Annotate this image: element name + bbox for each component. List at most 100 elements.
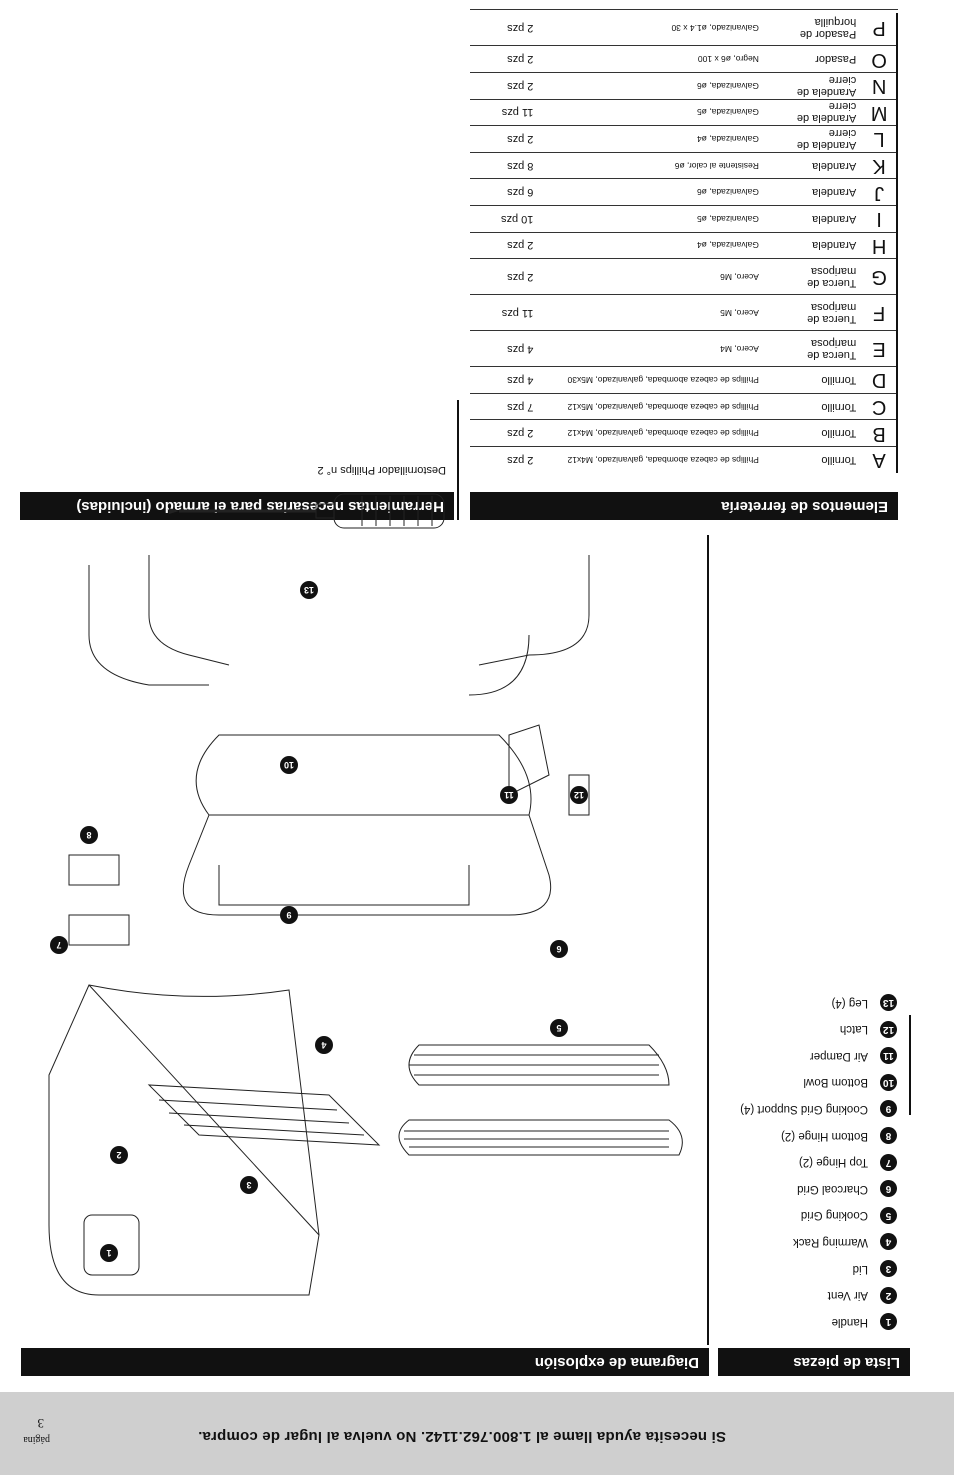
hardware-name: Tuerca de mariposa: [762, 294, 861, 331]
callout-label-5: 5: [556, 1023, 561, 1033]
part-name: Lid: [852, 1262, 868, 1275]
hardware-spec: Galvanizada, ø4: [537, 125, 763, 153]
part-name: Cooking Grid Support (4): [740, 1102, 868, 1115]
leg-shape-2: [148, 555, 230, 666]
hardware-name: Arandela de cierre: [762, 99, 861, 126]
hardware-qty: 2 pzs: [470, 446, 538, 473]
exploded-diagram-title: Diagrama de explosión: [534, 1354, 699, 1371]
part-item: 10 Bottom Bowl: [707, 1069, 897, 1096]
hardware-letter: K: [860, 152, 898, 179]
part-item: 11 Air Damper: [707, 1042, 897, 1069]
callout-1: [100, 1244, 118, 1262]
callout-label-10: 10: [284, 760, 294, 770]
hardware-letter: L: [860, 125, 898, 153]
hardware-name: Pasador: [762, 45, 861, 73]
part-name: Handle: [831, 1315, 868, 1328]
part-number-badge: 6: [880, 1180, 897, 1198]
callout-6: [550, 940, 568, 958]
hardware-spec: Acero, M5: [537, 294, 763, 331]
callout-11: [500, 786, 518, 804]
hardware-letter: D: [860, 366, 898, 394]
hardware-spec: Galvanizada, ø6: [537, 178, 763, 206]
hardware-letter: A: [860, 446, 898, 473]
help-text: Si necesita ayuda llame al 1.800.762.114…: [197, 1428, 726, 1445]
part-number-badge: 10: [880, 1073, 897, 1091]
parts-list-title: Lista de piezas: [793, 1354, 900, 1371]
hardware-spec: Galvanizada, ø6: [537, 72, 763, 100]
hardware-qty: 2 pzs: [470, 9, 538, 46]
page-number: 3: [37, 1416, 45, 1431]
hardware-qty: 8 pzs: [470, 152, 538, 179]
part-name: Bottom Hinge (2): [781, 1129, 868, 1142]
hardware-letter: B: [860, 419, 898, 447]
exploded-diagram-header: Diagrama de explosión: [21, 1348, 709, 1376]
hardware-spec: Acero, M4: [537, 330, 763, 367]
hardware-qty: 2 pzs: [470, 72, 538, 100]
hardware-spec: Phillips de cabeza abombada, galvanizado…: [537, 446, 763, 473]
callout-2: [110, 1146, 128, 1164]
hardware-qty: 10 pzs: [470, 205, 538, 233]
hardware-spec: Phillips de cabeza abombada, galvanizado…: [537, 366, 763, 394]
part-number-badge: 3: [880, 1260, 897, 1278]
part-name: Top Hinge (2): [798, 1156, 868, 1169]
hardware-name: Arandela: [762, 205, 861, 233]
hardware-header: Elementos de ferretería: [470, 492, 898, 520]
hardware-name: Arandela: [762, 232, 861, 259]
charcoal-grid-shape: [408, 1044, 670, 1086]
hardware-letter: M: [860, 99, 898, 126]
part-name: Warming Rack: [793, 1235, 868, 1248]
hardware-letter: J: [860, 178, 898, 206]
callout-4: [315, 1036, 333, 1054]
callout-label-11: 11: [504, 790, 514, 800]
hardware-qty: 4 pzs: [470, 330, 538, 367]
part-name: Charcoal Grid: [797, 1182, 868, 1195]
hardware-spec: Acero, M6: [537, 258, 763, 295]
screwdriver-label: Destornillador Phillips n° 2: [317, 464, 446, 476]
help-footer: Si necesita ayuda llame al 1.800.762.114…: [0, 1392, 954, 1475]
callout-label-7: 7: [56, 940, 61, 950]
callout-5: [550, 1019, 568, 1037]
cooking-grid-shape: [398, 1119, 683, 1156]
part-name: Leg (4): [831, 996, 868, 1009]
callout-label-4: 4: [321, 1040, 326, 1050]
part-number-badge: 11: [880, 1047, 897, 1065]
hardware-name: Arandela de cierre: [762, 125, 861, 153]
part-name: Bottom Bowl: [803, 1076, 868, 1089]
hardware-spec: Galvanizado, ø1.4 x 30: [537, 9, 763, 46]
hardware-spec: Galvanizada, ø4: [537, 232, 763, 259]
part-number-badge: 7: [880, 1153, 897, 1171]
hardware-qty: 4 pzs: [470, 366, 538, 394]
part-name: Air Damper: [809, 1049, 868, 1062]
hardware-letter: F: [860, 294, 898, 331]
tools-divider: [457, 400, 459, 520]
parts-list-rule: [909, 1015, 911, 1115]
exploded-diagram: 1 2 3 4 5 6 7 8 9 10 11 12 13: [48, 555, 683, 1296]
callout-7: [50, 936, 68, 954]
hardware-letter: H: [860, 232, 898, 259]
hardware-qty: 11 pzs: [470, 294, 538, 331]
callout-label-1: 1: [106, 1248, 111, 1258]
callout-label-12: 12: [574, 790, 584, 800]
leg-shape-1: [478, 555, 590, 666]
callout-label-9: 9: [286, 910, 291, 920]
part-item: 6 Charcoal Grid: [707, 1175, 897, 1202]
hardware-letter: I: [860, 205, 898, 233]
